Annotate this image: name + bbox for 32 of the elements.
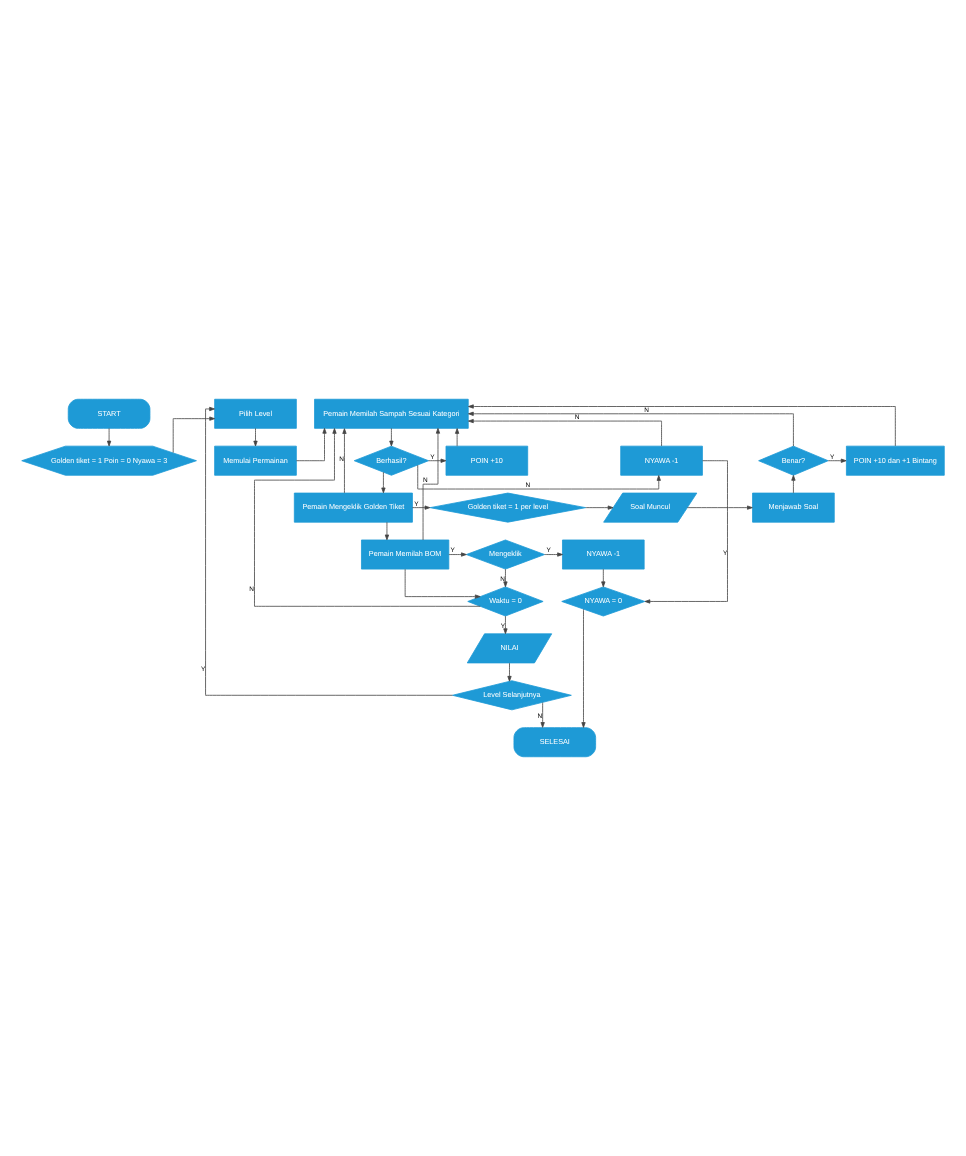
arrow [384, 521, 390, 541]
arrow [172, 416, 215, 453]
arrow [581, 608, 586, 728]
arrow [507, 662, 512, 682]
arrow [296, 427, 327, 462]
arrow [422, 427, 441, 541]
arrow [448, 552, 467, 557]
arrow [417, 464, 661, 490]
arrow [381, 471, 386, 494]
arrow [540, 702, 545, 728]
arrow [404, 568, 481, 599]
arrow [253, 427, 258, 447]
arrow [254, 428, 481, 607]
arrow [455, 428, 460, 447]
arrow [412, 505, 431, 510]
arrow [544, 552, 563, 557]
arrow [468, 404, 896, 447]
arrow [205, 406, 453, 696]
arrow [468, 418, 662, 447]
arrow [585, 505, 614, 510]
arrow [468, 411, 794, 447]
arrow [791, 475, 796, 494]
arrow [601, 568, 606, 588]
arrow [687, 505, 753, 510]
arrow [827, 458, 847, 463]
arrow [342, 428, 347, 494]
arrow [428, 458, 447, 463]
arrow [503, 615, 508, 635]
arrow [503, 568, 508, 588]
arrow [389, 427, 394, 447]
arrow [644, 460, 728, 604]
arrow [107, 427, 112, 447]
